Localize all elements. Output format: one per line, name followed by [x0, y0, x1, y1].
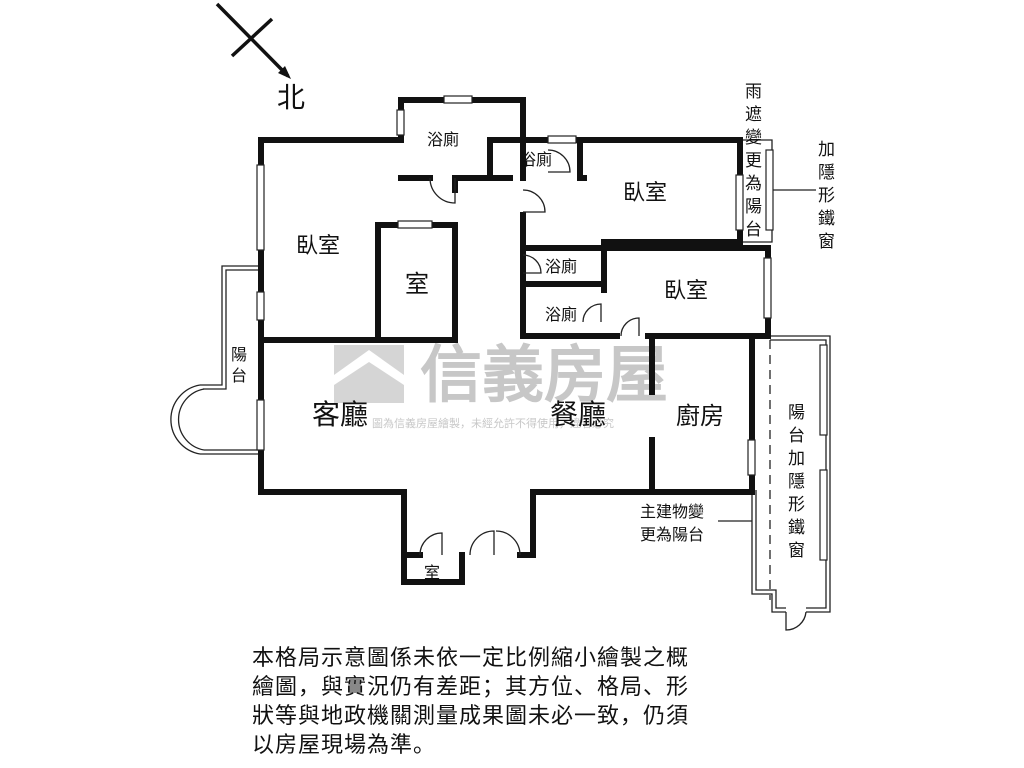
room-labels: 浴廁 浴廁 臥室 臥室 室 浴廁 浴廁 臥室 陽 台 客廳 餐廳 廚房 室 [231, 130, 724, 582]
annotation-char: 加 [788, 449, 805, 469]
disclaimer-text: 本格局示意圖係未依一定比例縮小繪製之概 繪圖，與實況仍有差距；其方位、格局、形 … [252, 644, 772, 760]
room-label-bath-mid: 浴廁 [520, 150, 552, 169]
walls [258, 97, 771, 585]
annotation-char: 隱 [818, 163, 835, 183]
room-label-bedroom-left: 臥室 [296, 234, 340, 259]
room-label-bath-center-2: 浴廁 [545, 305, 577, 324]
annotation-char: 加 [818, 140, 835, 160]
room-label-balcony-left-1: 陽 [231, 345, 247, 364]
annotation-char: 窗 [788, 541, 805, 561]
annotation-main-building-line2: 更為陽台 [640, 525, 704, 544]
disclaimer-line: 以房屋現場為準。 [252, 733, 437, 758]
annotation-char: 為 [745, 174, 762, 194]
watermark-brand: 信義房屋 [420, 338, 668, 411]
annotation-char: 鐵 [788, 518, 805, 538]
watermark-notice: 圖為信義房屋繪製，未經允許不得使用，違者必究 [372, 416, 614, 430]
room-label-bath-top: 浴廁 [427, 130, 459, 149]
room-label-balcony-left-2: 台 [231, 366, 247, 385]
windows [256, 95, 772, 476]
compass-cross-icon [230, 17, 274, 58]
compass-arrow-icon [215, 2, 290, 78]
disclaimer-line: 狀等與地政機關測量成果圖未必一致，仍須 [252, 704, 690, 729]
annotation-char: 台 [745, 220, 762, 240]
annotation-char: 變 [745, 128, 762, 148]
annotation-char: 隱 [788, 472, 805, 492]
room-label-living: 客廳 [312, 398, 368, 431]
annotation-char: 台 [788, 426, 805, 446]
disclaimer-line: 繪圖，與實況仍有差距；其方位、格局、形 [252, 675, 690, 700]
room-label-bedroom-right: 臥室 [664, 279, 708, 304]
annotation-char: 形 [788, 495, 805, 515]
annotation-char: 陽 [788, 403, 805, 423]
doors [419, 149, 640, 556]
north-label: 北 [277, 81, 305, 114]
annotation-char: 雨 [745, 82, 762, 102]
left-balcony [170, 265, 262, 455]
annotation-char: 窗 [818, 232, 835, 252]
disclaimer-line: 本格局示意圖係未依一定比例縮小繪製之概 [252, 646, 690, 671]
annotation-rain-shelter: 雨 遮 變 更 為 陽 台 [745, 82, 762, 240]
brand-logo-icon [334, 345, 404, 403]
annotation-iron-window-top: 加 隱 形 鐵 窗 [773, 140, 835, 252]
annotation-char: 陽 [745, 197, 762, 217]
room-label-dining: 餐廳 [550, 398, 606, 431]
annotation-main-building-line1: 主建物變 [640, 502, 704, 521]
room-label-small-room: 室 [405, 270, 429, 298]
room-label-entry: 室 [424, 563, 440, 582]
compass: 北 [215, 2, 305, 114]
right-balcony [751, 335, 831, 631]
annotation-char: 形 [818, 186, 835, 206]
watermark: 信義房屋 圖為信義房屋繪製，未經允許不得使用，違者必究 [334, 338, 668, 430]
annotation-char: 遮 [745, 105, 762, 125]
annotation-main-building: 主建物變 更為陽台 [640, 502, 752, 544]
room-label-kitchen: 廚房 [676, 402, 724, 430]
room-label-bath-center-1: 浴廁 [545, 257, 577, 276]
annotation-char: 更 [745, 151, 762, 171]
annotation-balcony-iron-window: 陽 台 加 隱 形 鐵 窗 [788, 403, 805, 561]
room-label-bedroom-top-right: 臥室 [623, 181, 667, 206]
annotation-char: 鐵 [818, 209, 835, 229]
